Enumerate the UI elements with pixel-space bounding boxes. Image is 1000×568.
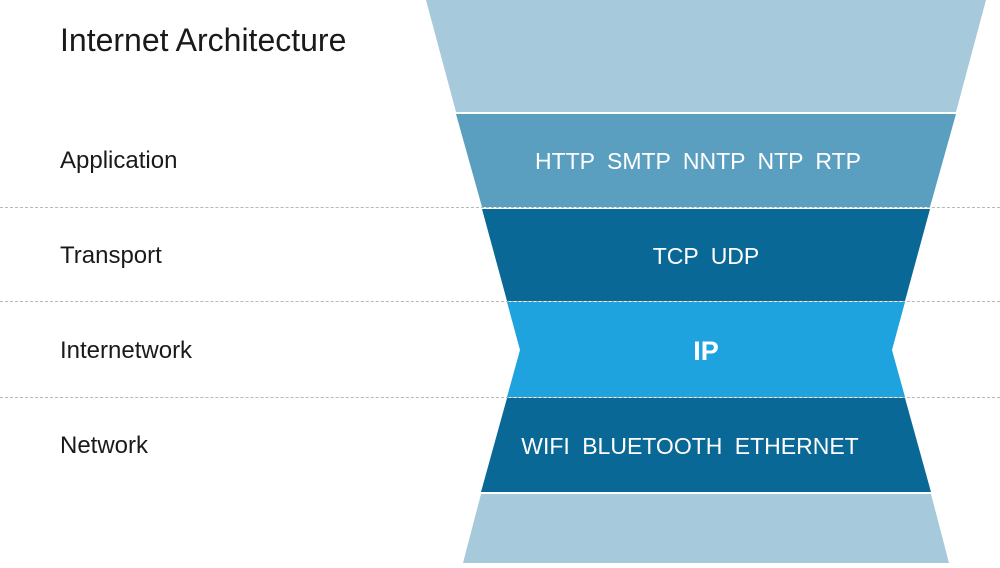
- network-band: [481, 398, 931, 492]
- layer-divider: [0, 397, 1000, 398]
- layer-divider: [0, 301, 1000, 302]
- transport-band: [482, 209, 930, 301]
- layer-divider: [0, 207, 1000, 208]
- application-protocols: HTTP SMTP NNTP NTP RTP: [534, 148, 862, 174]
- top-cap-band: [426, 0, 986, 112]
- internetwork-band: [507, 302, 905, 397]
- layer-label-internetwork: Internetwork: [60, 337, 193, 364]
- network-protocols: WIFI BLUETOOTH ETHERNET: [521, 433, 859, 459]
- transport-protocols: TCP UDP: [652, 243, 760, 269]
- layer-label-application: Application: [60, 147, 178, 174]
- application-band: [456, 114, 956, 207]
- internetwork-protocols: IP: [693, 336, 719, 366]
- bottom-cap-band: [463, 494, 949, 563]
- layer-label-network: Network: [60, 432, 149, 459]
- layer-label-transport: Transport: [60, 242, 162, 269]
- diagram-title: Internet Architecture: [60, 22, 347, 58]
